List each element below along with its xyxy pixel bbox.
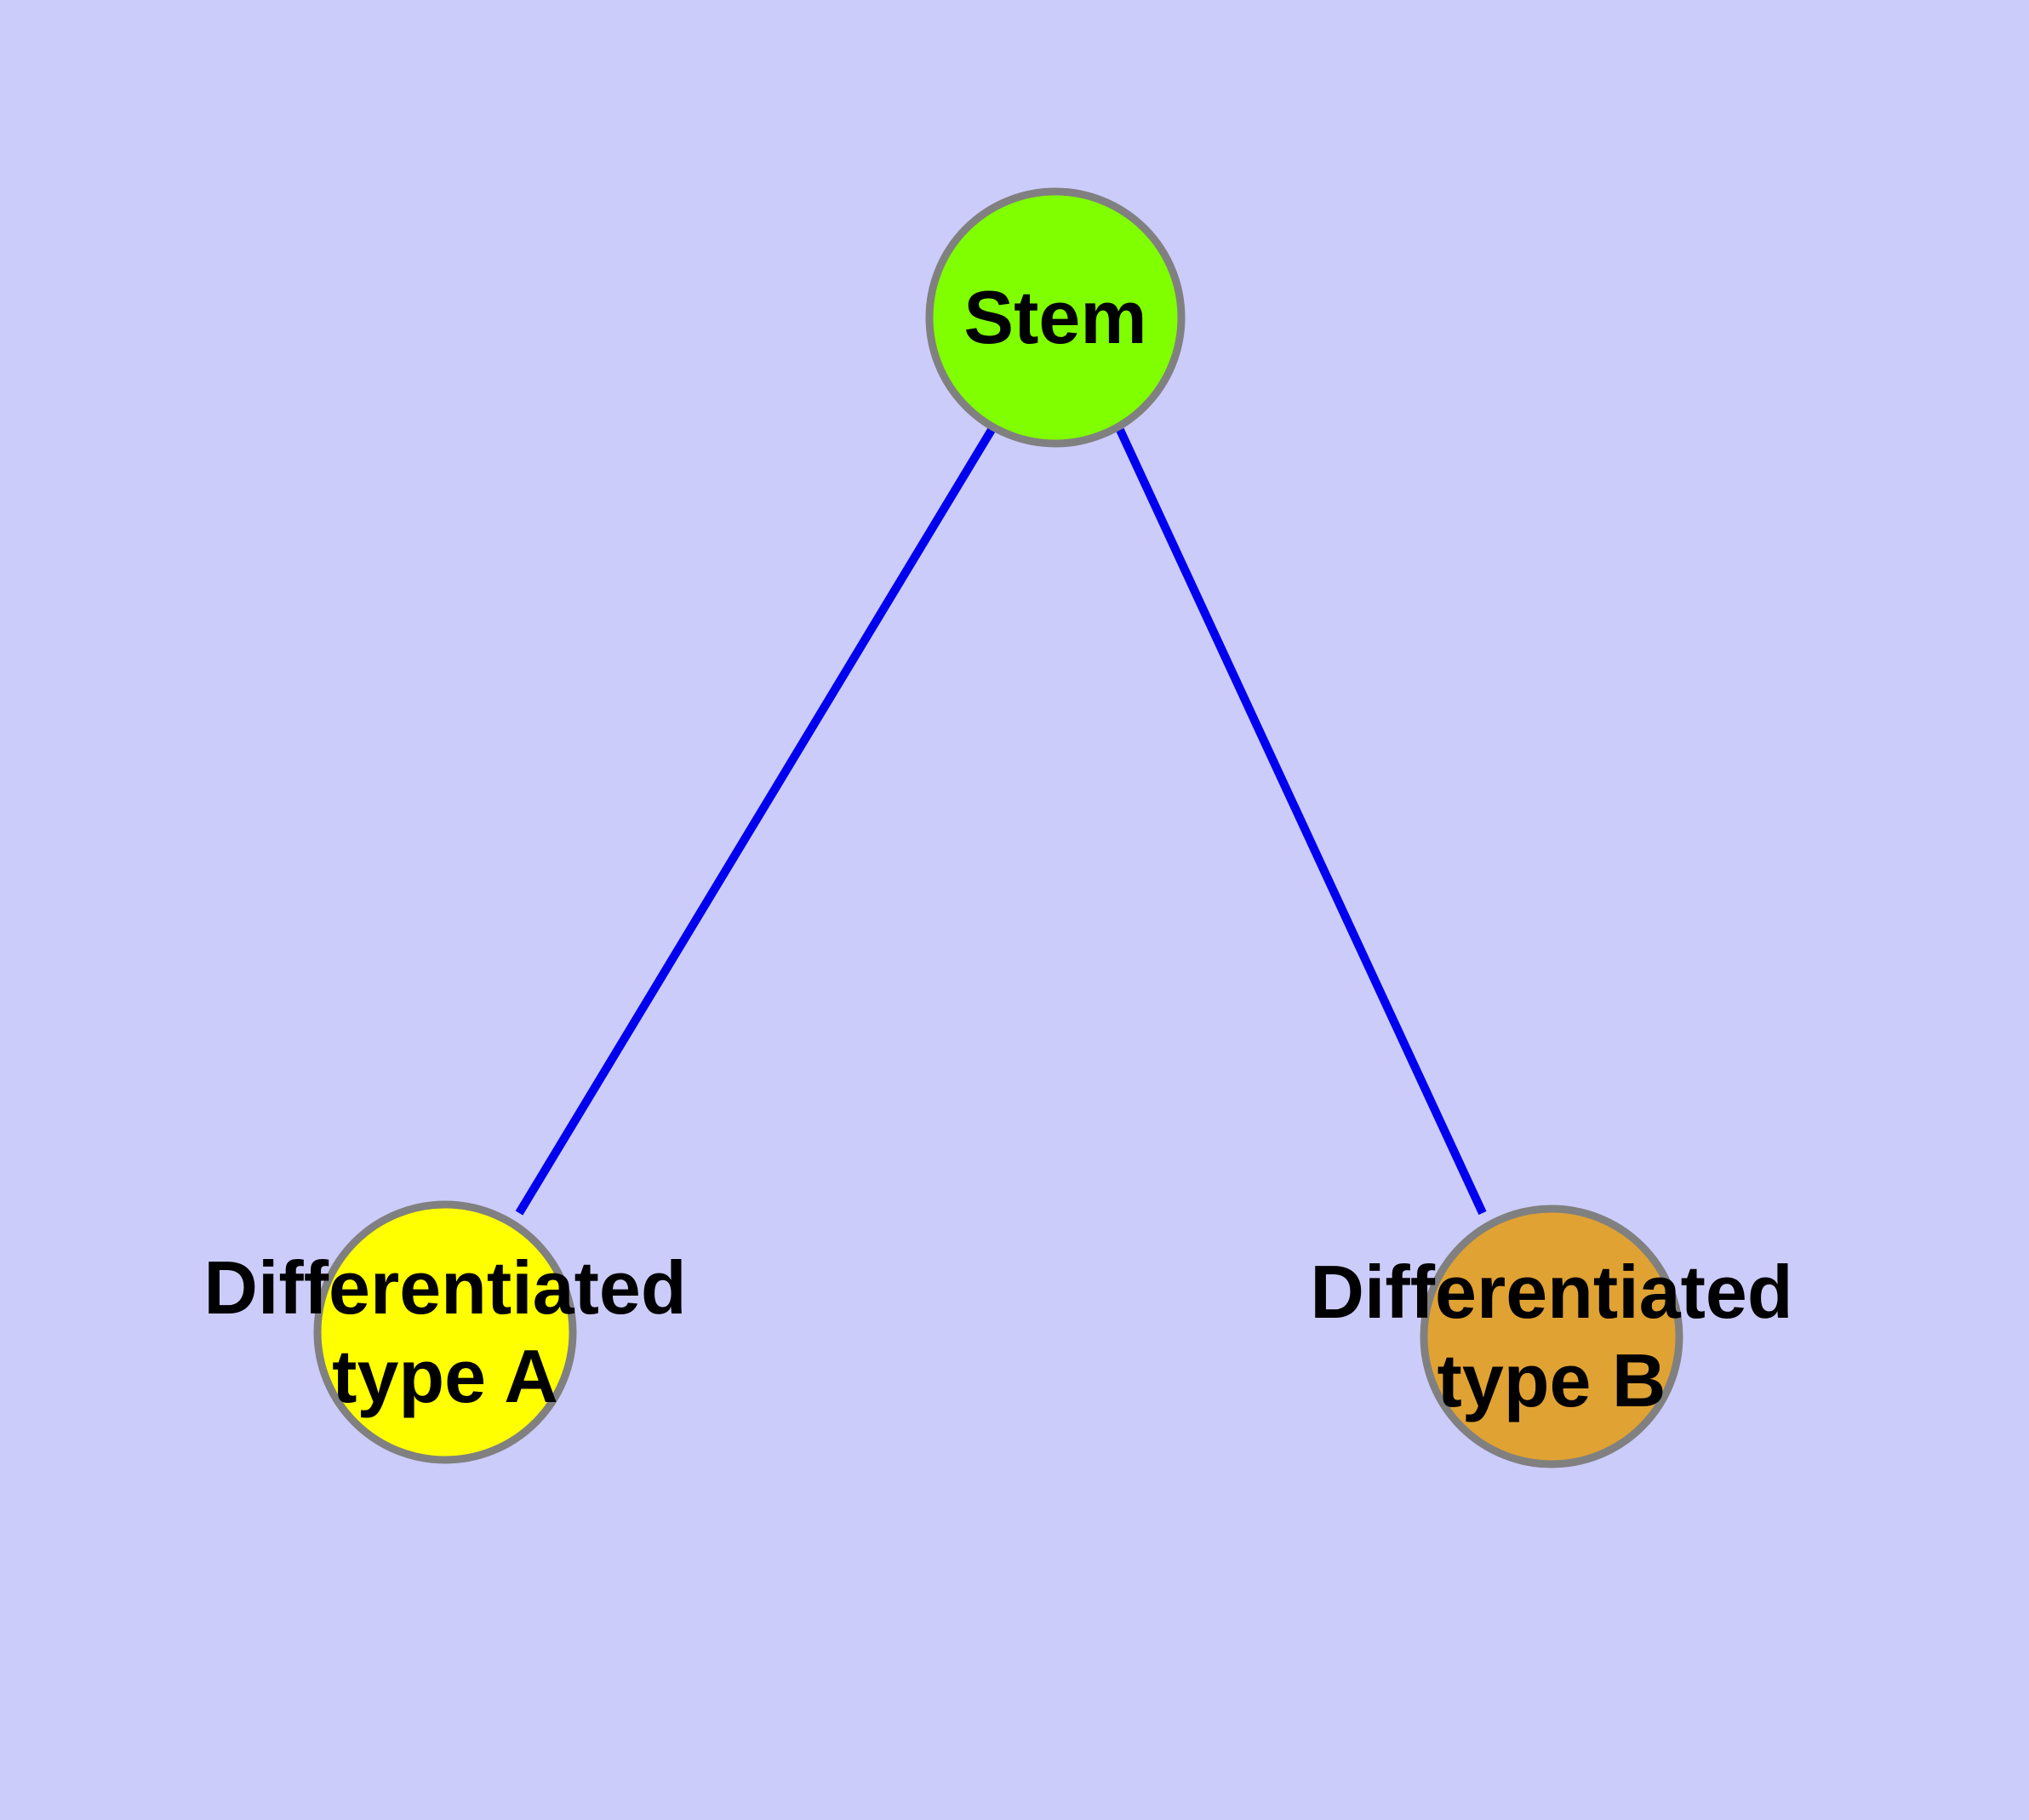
label-line: type A (332, 1334, 558, 1418)
graph-edge-stem-to-diff-b[interactable] (1116, 427, 1487, 1216)
nodes-group (313, 187, 1683, 1468)
graph-node-label-stem: Stem (963, 275, 1146, 359)
graph-node-diff-b[interactable] (1420, 1205, 1683, 1468)
label-line: Stem (963, 275, 1146, 359)
graph-edge-stem-to-diff-a[interactable] (515, 427, 996, 1216)
label-line: Differentiated (203, 1245, 686, 1330)
edges-group (515, 427, 1487, 1216)
label-line: Differentiated (1310, 1250, 1792, 1334)
graph-node-stem[interactable] (925, 187, 1186, 448)
graph-node-diff-a[interactable] (313, 1200, 577, 1464)
label-line: type B (1437, 1338, 1666, 1422)
